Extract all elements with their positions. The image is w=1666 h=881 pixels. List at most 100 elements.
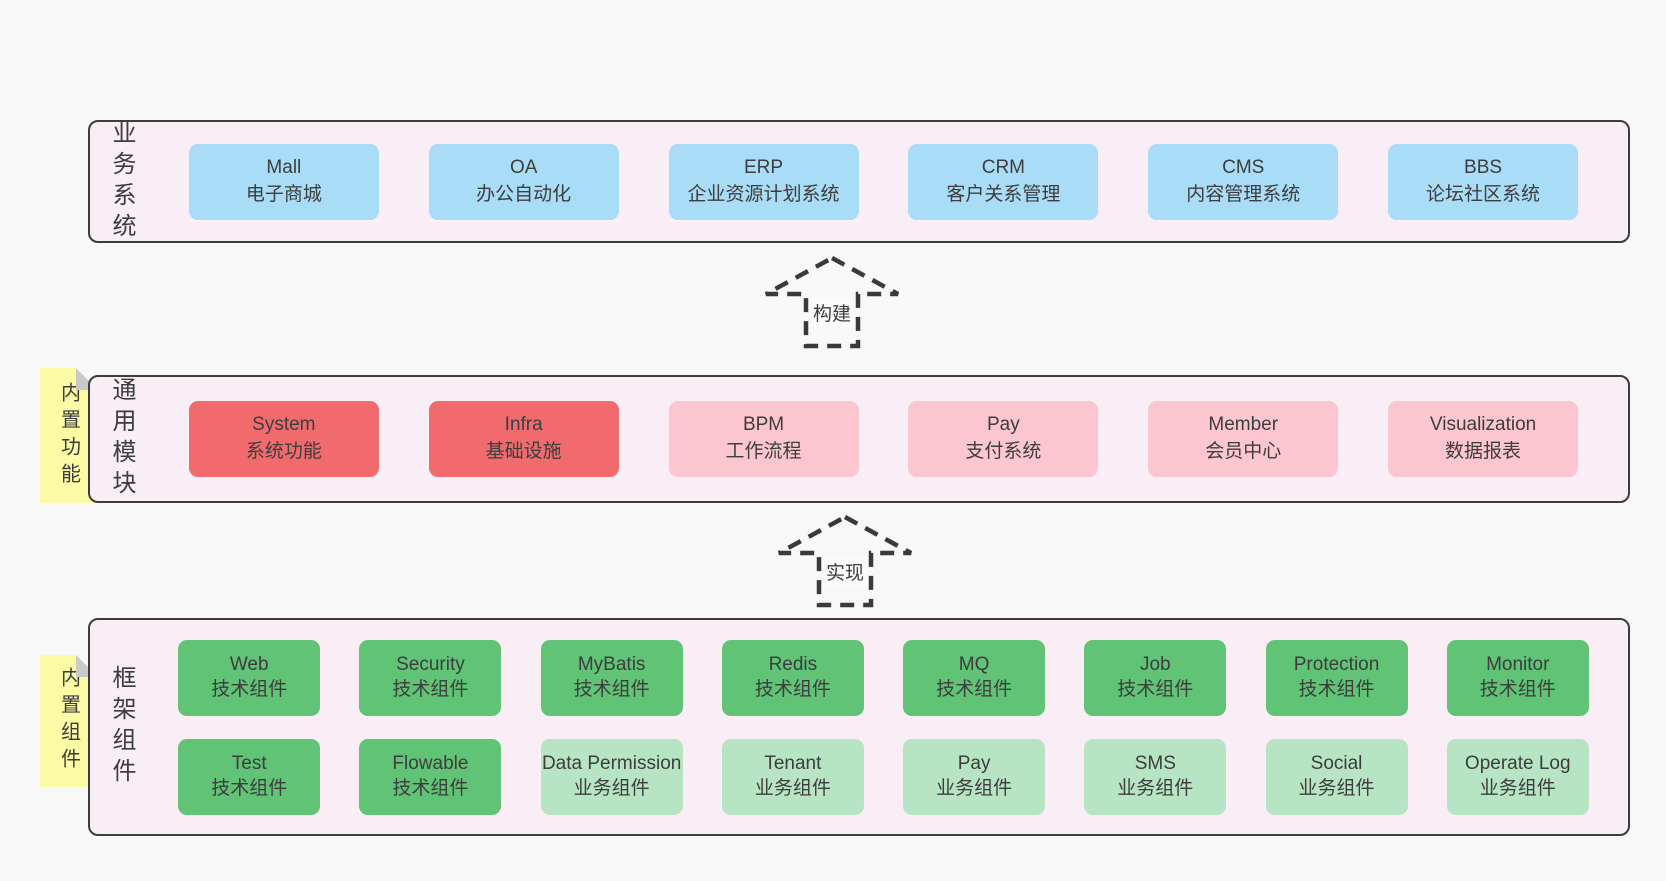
box-subtitle: 支付系统 bbox=[965, 441, 1042, 462]
box-subtitle: 技术组件 bbox=[573, 678, 650, 700]
box-subtitle: 办公自动化 bbox=[476, 183, 572, 205]
box-title: Social bbox=[1310, 752, 1363, 774]
box-subtitle: 技术组件 bbox=[754, 678, 831, 700]
dashed-up-arrow-icon bbox=[764, 255, 900, 349]
box-title: Redis bbox=[768, 653, 818, 675]
box-subtitle: 电子商城 bbox=[245, 183, 322, 205]
up-arrow-build: 构建 bbox=[762, 254, 902, 350]
panel-label-business-systems: 业务系统 bbox=[108, 119, 135, 244]
box-flowable: Flowable 技术组件 bbox=[359, 738, 502, 815]
box-title: Operate Log bbox=[1464, 752, 1571, 774]
panel-body: Mall 电子商城 OA 办公自动化 ERP 企业资源计划系统 CRM 客户关系… bbox=[139, 122, 1628, 241]
box-title: Infra bbox=[504, 414, 543, 436]
box-subtitle: 技术组件 bbox=[1117, 678, 1194, 700]
box-sms: SMS 业务组件 bbox=[1084, 738, 1227, 815]
panel-label-framework-components: 框架组件 bbox=[108, 665, 135, 789]
box-subtitle: 技术组件 bbox=[936, 678, 1013, 700]
note-text: 内置组件 bbox=[57, 667, 80, 775]
box-title: Monitor bbox=[1486, 653, 1550, 675]
box-subtitle: 技术组件 bbox=[211, 678, 288, 700]
box-subtitle: 企业资源计划系统 bbox=[687, 183, 840, 205]
box-title: BBS bbox=[1464, 156, 1503, 178]
box-visualization: Visualization 数据报表 bbox=[1388, 401, 1579, 477]
arrow-label: 实现 bbox=[821, 557, 869, 586]
box-title: Pay bbox=[957, 752, 991, 774]
box-test: Test 技术组件 bbox=[178, 738, 321, 815]
box-system: System 系统功能 bbox=[188, 401, 379, 477]
box-bpm: BPM 工作流程 bbox=[668, 401, 859, 477]
box-data-permission: Data Permission 业务组件 bbox=[540, 738, 683, 815]
box-infra: Infra 基础设施 bbox=[428, 401, 619, 477]
box-subtitle: 技术组件 bbox=[211, 777, 288, 799]
box-title: BPM bbox=[742, 414, 785, 436]
box-subtitle: 会员中心 bbox=[1205, 441, 1282, 462]
box-subtitle: 业务组件 bbox=[573, 777, 650, 799]
box-subtitle: 系统功能 bbox=[245, 441, 322, 462]
box-title: Pay bbox=[987, 414, 1020, 436]
box-bbs: BBS 论坛社区系统 bbox=[1388, 143, 1579, 220]
box-title: Web bbox=[229, 653, 269, 675]
box-title: Tenant bbox=[764, 752, 822, 774]
box-subtitle: 业务组件 bbox=[754, 777, 831, 799]
box-title: OA bbox=[509, 156, 538, 178]
box-operate-log: Operate Log 业务组件 bbox=[1446, 738, 1589, 815]
box-subtitle: 业务组件 bbox=[1117, 777, 1194, 799]
box-subtitle: 技术组件 bbox=[1298, 678, 1375, 700]
box-subtitle: 技术组件 bbox=[1479, 678, 1556, 700]
box-subtitle: 技术组件 bbox=[392, 777, 469, 799]
box-subtitle: 工作流程 bbox=[725, 441, 802, 462]
panel-label-common-modules: 通用模块 bbox=[108, 377, 135, 501]
dashed-up-arrow-icon bbox=[777, 514, 913, 608]
box-subtitle: 业务组件 bbox=[1298, 777, 1375, 799]
box-mall: Mall 电子商城 bbox=[188, 143, 379, 220]
box-crm: CRM 客户关系管理 bbox=[908, 143, 1099, 220]
box-title: SMS bbox=[1134, 752, 1176, 774]
box-subtitle: 数据报表 bbox=[1445, 441, 1522, 462]
box-pay-system: Pay 支付系统 bbox=[908, 401, 1099, 477]
box-redis: Redis 技术组件 bbox=[721, 639, 864, 716]
box-monitor: Monitor 技术组件 bbox=[1446, 639, 1589, 716]
box-social: Social 业务组件 bbox=[1265, 738, 1408, 815]
box-title: MyBatis bbox=[577, 653, 646, 675]
box-title: Test bbox=[231, 752, 267, 774]
box-title: ERP bbox=[743, 156, 784, 178]
box-mybatis: MyBatis 技术组件 bbox=[540, 639, 683, 716]
panel-framework-components: 框架组件 Web 技术组件 Security 技术组件 MyBatis 技术组件… bbox=[88, 618, 1630, 836]
panel-business-systems: 业务系统 Mall 电子商城 OA 办公自动化 ERP 企业资源计划系统 CRM… bbox=[88, 119, 1630, 244]
box-oa: OA 办公自动化 bbox=[428, 143, 619, 220]
box-web: Web 技术组件 bbox=[178, 639, 321, 716]
box-tenant: Tenant 业务组件 bbox=[721, 738, 864, 815]
box-subtitle: 论坛社区系统 bbox=[1426, 183, 1541, 205]
box-title: CRM bbox=[981, 156, 1026, 178]
box-title: Security bbox=[396, 653, 465, 675]
box-subtitle: 基础设施 bbox=[485, 441, 562, 462]
panel-body: System 系统功能 Infra 基础设施 BPM 工作流程 Pay 支付系统… bbox=[139, 377, 1628, 501]
panel-common-modules: 通用模块 System 系统功能 Infra 基础设施 BPM 工作流程 Pay… bbox=[88, 375, 1630, 503]
box-title: Flowable bbox=[392, 752, 469, 774]
box-subtitle: 内容管理系统 bbox=[1186, 183, 1301, 205]
component-row-1: Web 技术组件 Security 技术组件 MyBatis 技术组件 Redi… bbox=[139, 639, 1628, 716]
box-mq: MQ 技术组件 bbox=[903, 639, 1046, 716]
box-pay-component: Pay 业务组件 bbox=[903, 738, 1046, 815]
up-arrow-implement: 实现 bbox=[775, 513, 915, 609]
box-title: System bbox=[252, 414, 316, 436]
box-title: Data Permission bbox=[541, 752, 682, 774]
box-title: Mall bbox=[266, 156, 302, 178]
panel-body: Web 技术组件 Security 技术组件 MyBatis 技术组件 Redi… bbox=[139, 620, 1628, 834]
note-text: 内置功能 bbox=[57, 381, 80, 490]
box-cms: CMS 内容管理系统 bbox=[1148, 143, 1339, 220]
component-row-2: Test 技术组件 Flowable 技术组件 Data Permission … bbox=[139, 738, 1628, 815]
box-title: MQ bbox=[958, 653, 990, 675]
box-erp: ERP 企业资源计划系统 bbox=[668, 143, 859, 220]
arrow-label: 构建 bbox=[808, 298, 856, 327]
box-subtitle: 业务组件 bbox=[936, 777, 1013, 799]
box-protection: Protection 技术组件 bbox=[1265, 639, 1408, 716]
box-title: Member bbox=[1208, 414, 1279, 436]
box-member: Member 会员中心 bbox=[1148, 401, 1339, 477]
box-security: Security 技术组件 bbox=[359, 639, 502, 716]
box-title: Protection bbox=[1293, 653, 1380, 675]
box-subtitle: 业务组件 bbox=[1479, 777, 1556, 799]
box-title: CMS bbox=[1222, 156, 1265, 178]
box-subtitle: 客户关系管理 bbox=[946, 183, 1061, 205]
box-title: Job bbox=[1139, 653, 1171, 675]
